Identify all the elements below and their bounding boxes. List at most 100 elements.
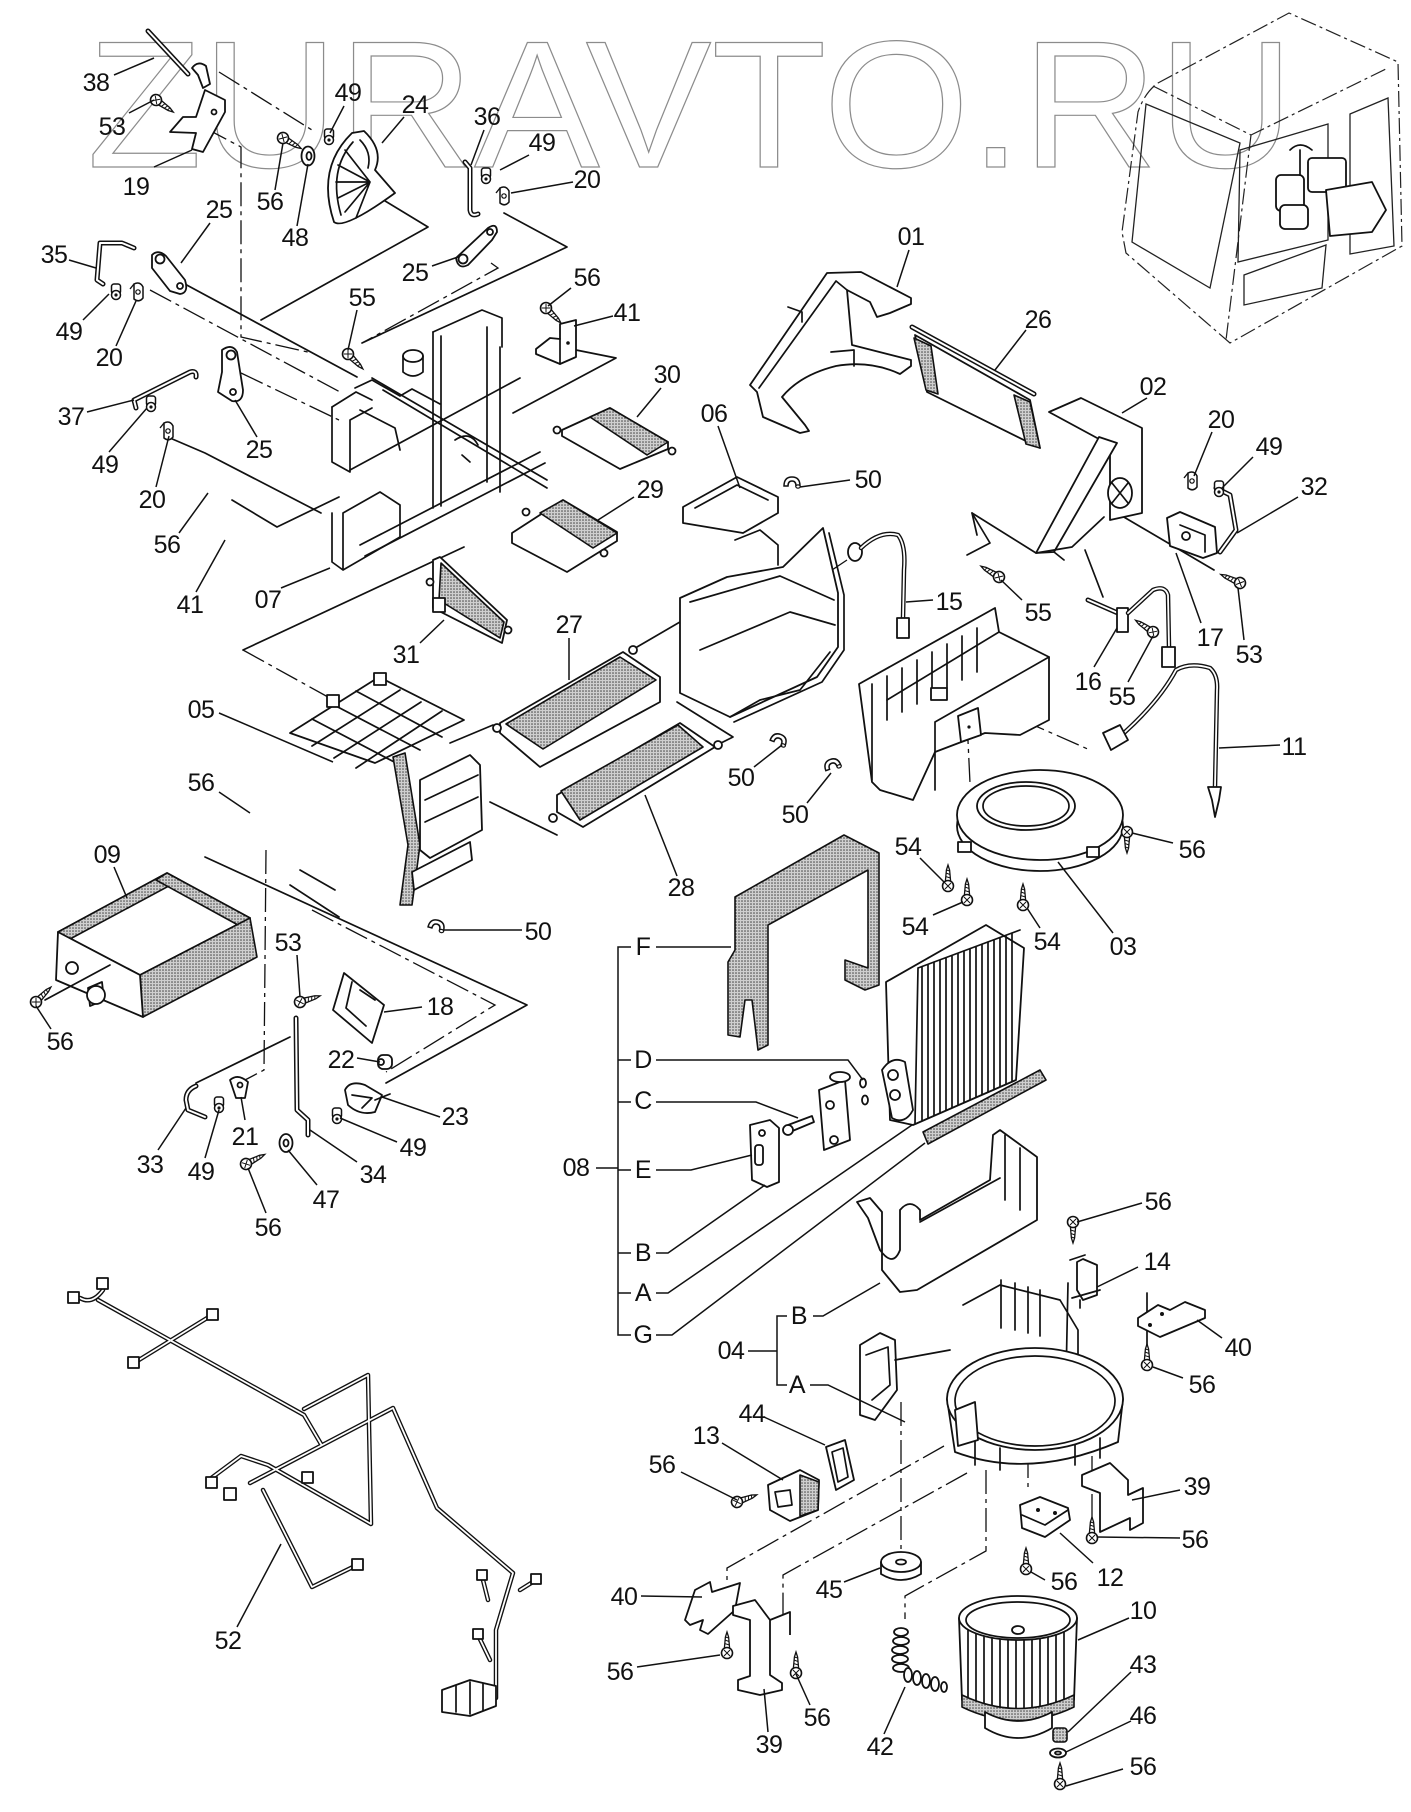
leader-line — [1076, 1202, 1143, 1223]
part-07-case-frame — [331, 309, 548, 571]
leader-line — [1221, 456, 1254, 489]
part-25-lever — [217, 346, 244, 403]
callout-56: 56 — [257, 188, 284, 216]
callout-56: 56 — [1130, 1753, 1157, 1781]
cab-location-illustration — [1121, 12, 1403, 344]
part-08C-bolt — [782, 1115, 815, 1136]
part-29-door — [511, 499, 618, 573]
callout-25: 25 — [246, 436, 273, 464]
callout-30: 30 — [654, 361, 681, 389]
leader-line — [1030, 1571, 1046, 1581]
assembly-08-number: 08 — [563, 1154, 590, 1182]
part-17-control-unit — [1166, 511, 1218, 559]
leader-line — [381, 116, 405, 144]
callout-55: 55 — [1025, 599, 1052, 627]
leader-line — [234, 399, 258, 438]
callout-56: 56 — [607, 1658, 634, 1686]
callout-49: 49 — [400, 1134, 427, 1162]
leader-line — [1131, 1489, 1181, 1501]
part-27-filter — [492, 645, 661, 768]
callout-29: 29 — [637, 476, 664, 504]
leader-line — [280, 567, 331, 589]
part-18-actuator — [332, 972, 385, 1044]
part-33-rod — [183, 1083, 208, 1120]
callout-49: 49 — [529, 129, 556, 157]
leader-line — [155, 435, 170, 488]
assembly-04-number: 04 — [718, 1337, 745, 1365]
part-56-screw — [1053, 1762, 1067, 1791]
part-54-screw — [1016, 883, 1030, 912]
leader-line — [717, 425, 741, 489]
leader-line — [1096, 1266, 1139, 1288]
callout-24: 24 — [402, 91, 429, 119]
leader-line — [128, 99, 155, 114]
leader-line — [287, 1149, 318, 1186]
callout-56: 56 — [574, 264, 601, 292]
callout-18: 18 — [427, 993, 454, 1021]
callout-32: 32 — [1301, 473, 1328, 501]
leader-line — [218, 791, 251, 814]
callout-56: 56 — [154, 531, 181, 559]
leader-line — [1067, 1671, 1132, 1733]
leader-line — [499, 154, 530, 171]
leader-line — [843, 1567, 881, 1583]
leader-line — [113, 866, 128, 899]
part-54-screw — [960, 878, 974, 907]
cab-side-window — [1131, 103, 1241, 290]
callout-50: 50 — [525, 918, 552, 946]
leader-line — [157, 1107, 187, 1151]
callout-41: 41 — [614, 299, 641, 327]
callout-54: 54 — [895, 833, 922, 861]
leader-line — [1196, 1319, 1223, 1339]
callout-54: 54 — [902, 913, 929, 941]
part-10-blower-motor — [958, 1595, 1078, 1739]
callout-37: 37 — [58, 403, 85, 431]
leader-line — [86, 399, 135, 413]
assembly-04-item-A: A — [789, 1371, 806, 1399]
callout-46: 46 — [1130, 1702, 1157, 1730]
callout-38: 38 — [83, 69, 110, 97]
leader-line — [247, 1167, 267, 1214]
callout-49: 49 — [188, 1158, 215, 1186]
callout-50: 50 — [855, 466, 882, 494]
assembly-08-item-A: A — [635, 1279, 652, 1307]
callout-53: 53 — [99, 113, 126, 141]
part-56-screw — [1085, 1516, 1099, 1545]
part-44-gasket — [825, 1439, 855, 1491]
leader-line — [1026, 907, 1041, 929]
callout-34: 34 — [360, 1161, 387, 1189]
callout-03: 03 — [1110, 933, 1137, 961]
leader-line — [721, 1442, 784, 1481]
part-02-case — [971, 397, 1143, 561]
part-38-rod — [145, 28, 191, 77]
cab-hvac-unit — [1275, 144, 1387, 237]
part-32-rod — [1213, 485, 1239, 555]
leader-line — [218, 712, 334, 763]
leader-line — [329, 105, 345, 134]
leader-line — [1236, 496, 1299, 534]
callout-48: 48 — [282, 224, 309, 252]
leader-line — [381, 1096, 441, 1118]
callout-20: 20 — [574, 166, 601, 194]
callout-17: 17 — [1197, 624, 1224, 652]
leader-line — [470, 129, 485, 166]
part-42-drain-hose — [891, 1627, 948, 1693]
callout-12: 12 — [1097, 1564, 1124, 1592]
callout-50: 50 — [782, 801, 809, 829]
part-21-clip — [229, 1076, 249, 1099]
leader-line — [1065, 1720, 1132, 1753]
leader-line — [68, 259, 97, 269]
callout-25: 25 — [206, 196, 233, 224]
callout-09: 09 — [94, 841, 121, 869]
callout-02: 02 — [1140, 373, 1167, 401]
leader-line — [356, 1057, 381, 1063]
leader-line — [1127, 635, 1154, 683]
leader-line — [547, 287, 572, 307]
part-46-washer — [1049, 1747, 1067, 1759]
part-24-dial — [327, 130, 396, 225]
part-01-duct-frame — [749, 271, 912, 434]
leader-line — [1059, 1532, 1094, 1564]
callout-43: 43 — [1130, 1651, 1157, 1679]
part-08E-bracket — [749, 1119, 780, 1188]
part-56-screw — [1120, 825, 1134, 854]
